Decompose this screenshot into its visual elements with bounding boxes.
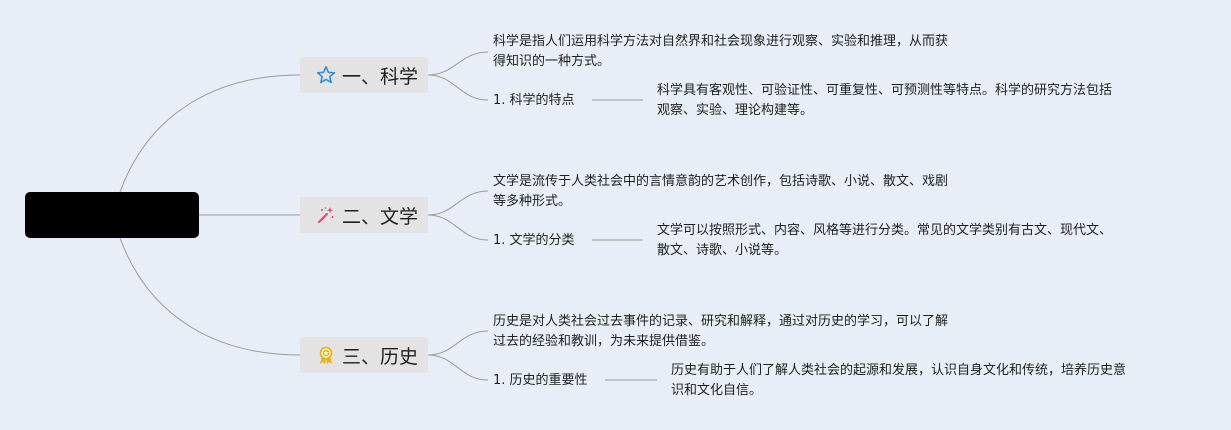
connector-science-sub bbox=[427, 74, 489, 101]
branch-literature-title: 二、文学 bbox=[342, 205, 419, 228]
literature-sub-text: 文学可以按照形式、内容、风格等进行分类。常见的文学类别有古文、现代文、 散文、诗… bbox=[657, 223, 1113, 258]
science-sub-label[interactable]: 1. 科学的特点 bbox=[493, 93, 575, 108]
connector-root-science bbox=[119, 74, 301, 193]
star-icon bbox=[316, 65, 336, 85]
literature-sub-label[interactable]: 1. 文学的分类 bbox=[493, 233, 575, 248]
branch-history-title: 三、历史 bbox=[342, 345, 419, 368]
history-description: 历史是对人类社会过去事件的记录、研究和解释，通过对历史的学习，可以了解 过去的经… bbox=[493, 314, 949, 349]
connector-history-sub bbox=[427, 354, 489, 381]
connector-literature-desc bbox=[427, 190, 489, 216]
branch-history-node[interactable]: 三、历史 bbox=[300, 337, 428, 373]
science-description: 科学是指人们运用科学方法对自然界和社会现象进行观察、实验和推理，从而获 得知识的… bbox=[493, 34, 949, 69]
history-sub-label[interactable]: 1. 历史的重要性 bbox=[493, 373, 588, 388]
connector-root-history bbox=[119, 237, 301, 356]
branch-science-title: 一、科学 bbox=[342, 65, 419, 88]
connector-science-desc bbox=[427, 51, 489, 76]
connector-literature-sub bbox=[427, 214, 489, 241]
branch-literature-node[interactable]: 二、文学 bbox=[300, 197, 428, 233]
medal-icon bbox=[316, 345, 336, 365]
magic-wand-icon bbox=[316, 205, 336, 225]
history-sub-text: 历史有助于人们了解人类社会的起源和发展，认识自身文化和传统，培养历史意 识和文化… bbox=[671, 363, 1127, 398]
science-sub-text: 科学具有客观性、可验证性、可重复性、可预测性等特点。科学的研究方法包括 观察、实… bbox=[657, 83, 1113, 118]
literature-description: 文学是流传于人类社会中的言情意韵的艺术创作，包括诗歌、小说、散文、戏剧 等多种形… bbox=[493, 174, 949, 209]
root-node[interactable] bbox=[25, 192, 199, 238]
connector-history-desc bbox=[427, 330, 489, 356]
branch-science-node[interactable]: 一、科学 bbox=[300, 57, 428, 93]
